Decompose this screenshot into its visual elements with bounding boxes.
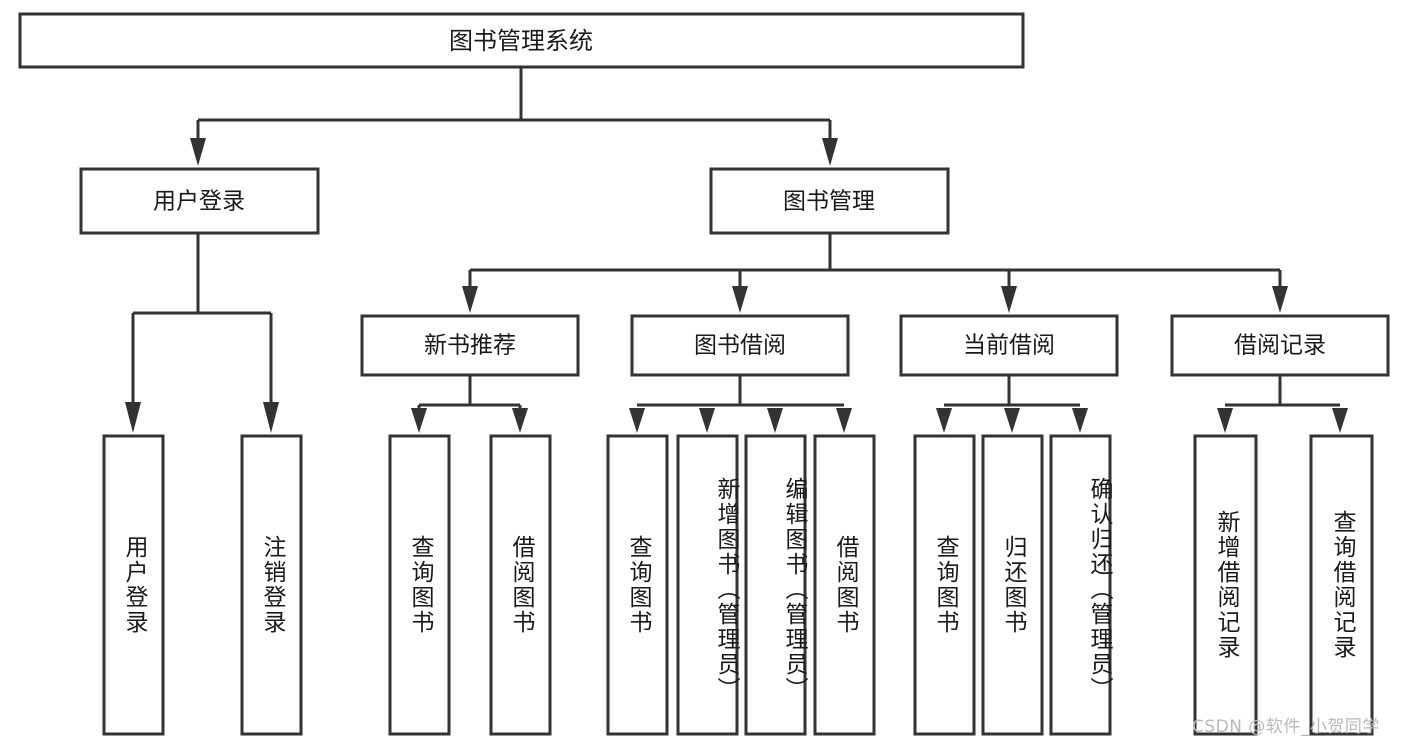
arrowhead-book-l3-4 [1272, 286, 1288, 313]
csdn-watermark: CSDN @软件_小贺同学 [1192, 717, 1380, 737]
node-new-book-rec[interactable] [360, 314, 580, 377]
arrowhead-user-leaf-2 [263, 402, 279, 433]
arrowhead-newbook-leaf-2 [512, 408, 528, 433]
arrowhead-borrow-leaf-3 [767, 408, 783, 433]
leaf-book-borrow-2[interactable] [676, 434, 739, 736]
node-user-login[interactable] [79, 167, 320, 235]
node-root-label: 图书管理系统 [449, 27, 593, 55]
connector-group-root [190, 68, 838, 166]
arrowhead-root-to-user [190, 138, 206, 166]
node-book-borrow[interactable] [630, 314, 850, 377]
node-book-manage[interactable] [709, 167, 950, 235]
arrowhead-book-l3-3 [1001, 286, 1017, 313]
leaf-book-borrow-3[interactable] [744, 434, 807, 736]
node-borrow-record-label: 借阅记录 [1234, 333, 1326, 359]
leaf-user-login-1[interactable] [102, 434, 165, 736]
node-root[interactable] [18, 12, 1025, 69]
node-current-borrow[interactable] [899, 314, 1119, 377]
leaf-new-book-1[interactable] [388, 434, 451, 736]
leaf-book-borrow-4[interactable] [813, 434, 876, 736]
leaf-current-borrow-2[interactable] [981, 434, 1044, 736]
leaf-user-login-2[interactable] [240, 434, 303, 736]
node-borrow-record[interactable] [1170, 314, 1390, 377]
leaf-book-borrow-1[interactable] [606, 434, 669, 736]
leaf-current-borrow-1[interactable] [913, 434, 976, 736]
node-book-borrow-label: 图书借阅 [694, 333, 786, 359]
connector-group-borrow-record [1217, 376, 1348, 433]
node-user-login-label: 用户登录 [153, 189, 245, 215]
connector-group-current-borrow [936, 376, 1088, 433]
arrowhead-current-leaf-1 [936, 408, 952, 433]
connector-group-book-borrow [629, 376, 852, 433]
arrowhead-borrow-leaf-2 [699, 408, 715, 433]
leaf-new-book-2[interactable] [489, 434, 552, 736]
leaf-current-borrow-3[interactable] [1049, 434, 1112, 736]
connector-group-book-manage [462, 234, 1288, 313]
arrowhead-record-leaf-2 [1332, 408, 1348, 433]
connector-group-user-login [125, 234, 279, 433]
connector-group-new-book [411, 376, 528, 433]
arrowhead-borrow-leaf-1 [629, 408, 645, 433]
arrowhead-book-l3-1 [462, 286, 478, 313]
node-book-manage-label: 图书管理 [783, 189, 875, 215]
arrowhead-record-leaf-1 [1217, 408, 1233, 433]
arrowhead-borrow-leaf-4 [836, 408, 852, 433]
arrowhead-current-leaf-3 [1072, 408, 1088, 433]
leaf-borrow-record-2[interactable] [1309, 434, 1374, 736]
arrowhead-user-leaf-1 [125, 402, 141, 433]
leaf-borrow-record-1[interactable] [1193, 434, 1258, 736]
arrowhead-current-leaf-2 [1004, 408, 1020, 433]
arrowhead-root-to-book [822, 138, 838, 166]
node-current-borrow-label: 当前借阅 [963, 333, 1055, 359]
arrowhead-book-l3-2 [732, 286, 748, 313]
arrowhead-newbook-leaf-1 [411, 408, 427, 433]
node-new-book-rec-label: 新书推荐 [424, 333, 516, 359]
